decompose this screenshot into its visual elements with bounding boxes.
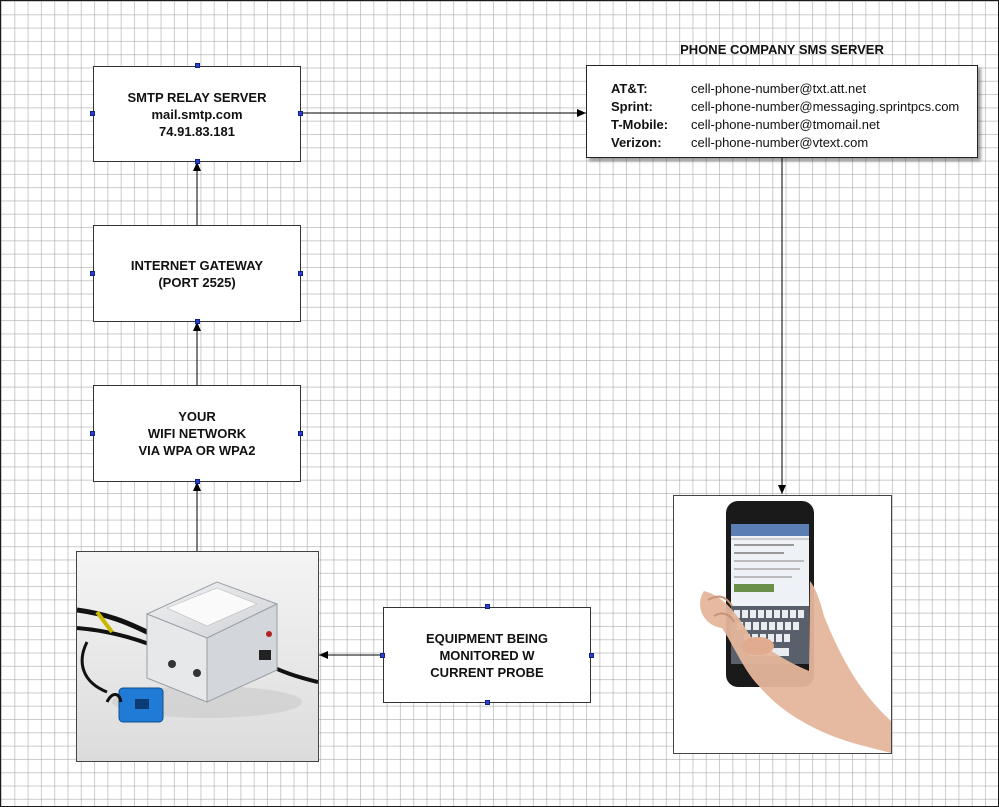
gateway-port: (PORT 2525) xyxy=(158,274,236,290)
sms-row: AT&T: cell-phone-number@txt.att.net xyxy=(611,81,866,96)
smtp-title: SMTP RELAY SERVER xyxy=(127,89,267,105)
sms-address: cell-phone-number@vtext.com xyxy=(691,135,869,150)
sms-row: Sprint: cell-phone-number@messaging.sprin… xyxy=(611,99,959,114)
selection-handle[interactable] xyxy=(195,159,200,164)
sms-address: cell-phone-number@tmomail.net xyxy=(691,117,880,132)
wifi-line-your: YOUR xyxy=(178,409,216,424)
carrier-label: AT&T: xyxy=(611,81,648,96)
smtp-ip: 74.91.83.181 xyxy=(159,123,235,139)
carrier-label: Sprint: xyxy=(611,99,653,114)
wifi-line-network: WIFI NETWORK xyxy=(147,426,247,441)
smtp-relay-server-box[interactable]: SMTP RELAY SERVER mail.smtp.com 74.91.83… xyxy=(93,66,301,162)
sms-address: cell-phone-number@messaging.sprintpcs.co… xyxy=(691,99,960,114)
selection-handle[interactable] xyxy=(90,431,95,436)
selection-handle[interactable] xyxy=(589,653,594,658)
selection-handle[interactable] xyxy=(485,700,490,705)
equipment-line2: MONITORED W xyxy=(439,647,535,663)
selection-handle[interactable] xyxy=(298,431,303,436)
selection-handle[interactable] xyxy=(380,653,385,658)
sms-address: cell-phone-number@txt.att.net xyxy=(691,81,867,96)
sms-server-box[interactable]: AT&T: cell-phone-number@txt.att.net Sprin… xyxy=(586,65,978,158)
sms-row: T-Mobile: cell-phone-number@tmomail.net xyxy=(611,117,880,132)
equipment-line1: EQUIPMENT BEING xyxy=(425,630,549,646)
internet-gateway-box[interactable]: INTERNET GATEWAY (PORT 2525) xyxy=(93,225,301,322)
smtp-host: mail.smtp.com xyxy=(151,106,243,122)
carrier-label: Verizon: xyxy=(611,135,662,150)
equipment-line3: CURRENT PROBE xyxy=(430,664,544,680)
gateway-title: INTERNET GATEWAY xyxy=(130,257,264,273)
hand-holding-smartphone-photo xyxy=(674,496,891,753)
selection-handle[interactable] xyxy=(485,604,490,609)
sms-row: Verizon: cell-phone-number@vtext.com xyxy=(611,135,868,150)
selection-handle[interactable] xyxy=(90,111,95,116)
equipment-monitored-box[interactable]: EQUIPMENT BEING MONITORED W CURRENT PROB… xyxy=(383,607,591,703)
selection-handle[interactable] xyxy=(90,271,95,276)
selection-handle[interactable] xyxy=(298,111,303,116)
selection-handle[interactable] xyxy=(195,479,200,484)
selection-handle[interactable] xyxy=(195,63,200,68)
phone-image xyxy=(673,495,892,754)
wifi-line-security: VIA WPA OR WPA2 xyxy=(138,443,256,458)
selection-handle[interactable] xyxy=(298,271,303,276)
selection-handle[interactable] xyxy=(195,319,200,324)
sms-server-title: PHONE COMPANY SMS SERVER xyxy=(680,42,884,57)
wifi-network-box[interactable]: YOUR WIFI NETWORK VIA WPA OR WPA2 xyxy=(93,385,301,482)
carrier-label: T-Mobile: xyxy=(611,117,669,132)
current-monitor-device-photo xyxy=(77,552,318,761)
monitor-device-image xyxy=(76,551,319,762)
